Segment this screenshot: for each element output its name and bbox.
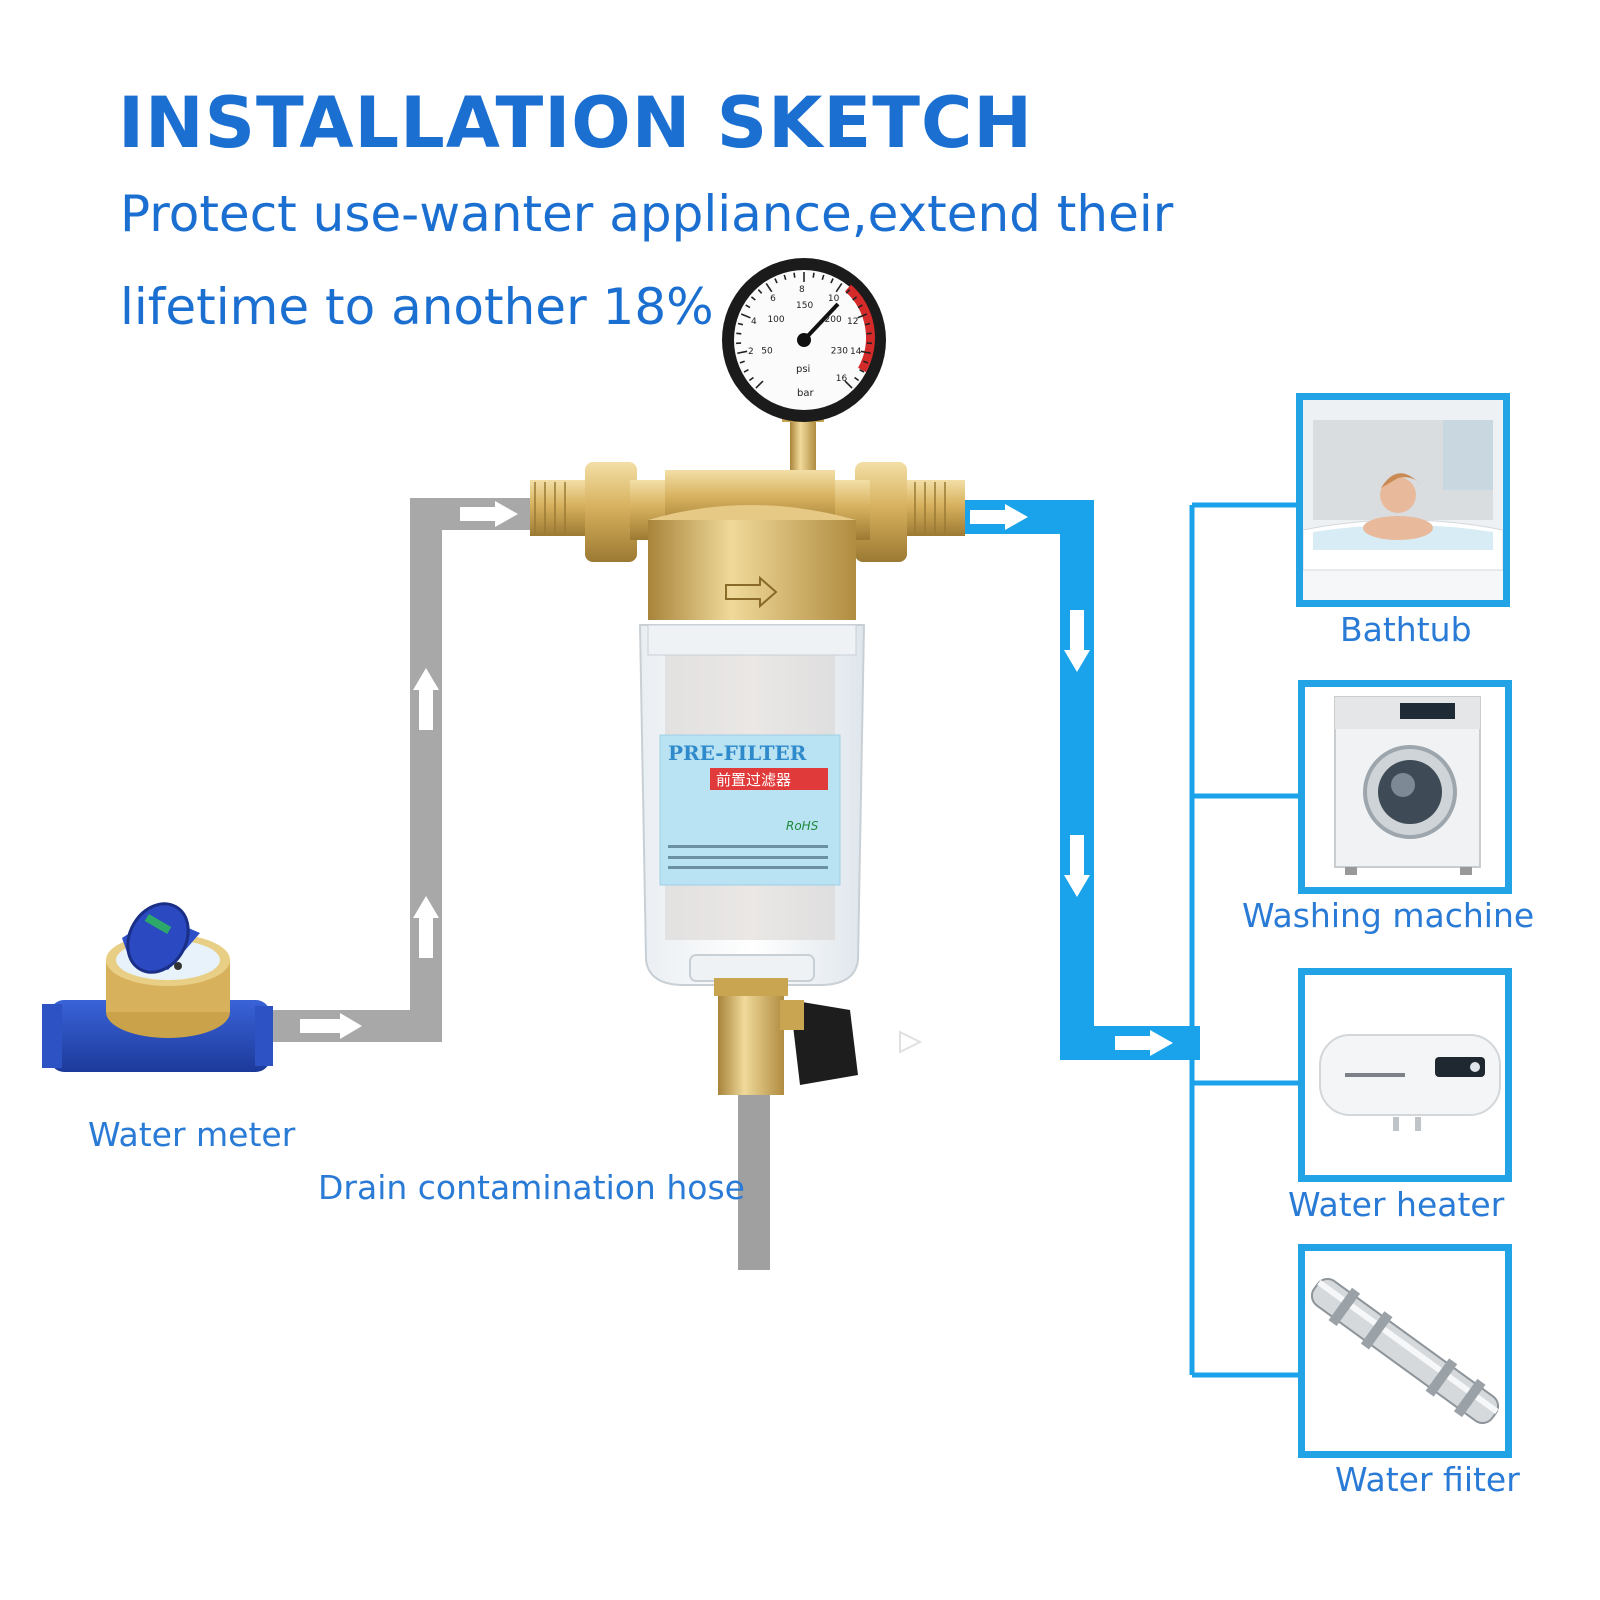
gauge-tick <box>737 322 744 326</box>
gauge-tick <box>860 350 871 355</box>
gauge-tick <box>750 296 756 301</box>
gauge-tick <box>740 313 751 319</box>
subtitle-line-1: Protect use-wanter appliance,extend thei… <box>120 185 1174 243</box>
gauge-tick <box>830 278 834 284</box>
inlet-pipe <box>255 498 530 1042</box>
gauge-tick <box>821 274 825 280</box>
gauge-bar-label: 2 <box>748 347 754 357</box>
gauge-tick <box>864 322 871 326</box>
outlet-pipe <box>950 500 1200 1060</box>
appliance-label-bathtub: Bathtub <box>1340 610 1472 649</box>
gauge-tick <box>793 272 796 278</box>
pressure-gauge-icon: 2 4 6 8 10 12 14 16 50 100 150 200 230 psi bar <box>722 258 886 480</box>
page-title: INSTALLATION SKETCH <box>118 82 1033 164</box>
appliance-label-water-filter: Water fiiter <box>1335 1460 1520 1499</box>
gauge-psi-label: 200 <box>825 315 842 325</box>
gauge-psi-label: 100 <box>767 315 784 325</box>
water-meter-label: Water meter <box>88 1115 296 1154</box>
gauge-bar-label: 12 <box>847 317 858 327</box>
filter-chinese-text: 前置过滤器 <box>716 771 791 789</box>
gauge-bar-label: 16 <box>836 374 848 384</box>
gauge-tick <box>857 304 863 309</box>
gauge-bar-label: 4 <box>751 317 757 327</box>
drain-hose-label: Drain contamination hose <box>318 1168 745 1207</box>
gauge-tick <box>737 350 748 355</box>
appliance-label-washing-machine: Washing machine <box>1242 896 1535 935</box>
gauge-bar-label: 14 <box>850 347 862 357</box>
filter-brand-text: PRE-FILTER <box>668 741 807 765</box>
gauge-tick <box>857 313 868 319</box>
gauge-tick <box>812 272 815 278</box>
gauge-tick <box>859 368 865 373</box>
water-heater-frame <box>1298 968 1512 1182</box>
gauge-bar-label: 10 <box>828 294 840 304</box>
gauge-tick <box>748 376 754 382</box>
bathtub-icon <box>1303 400 1503 600</box>
gauge-tick <box>739 360 745 364</box>
gauge-tick <box>743 368 749 373</box>
gauge-tick <box>774 278 778 284</box>
water-filter-icon <box>1305 1251 1505 1451</box>
branch-lines <box>1189 502 1298 1378</box>
water-heater-icon <box>1305 975 1505 1175</box>
washing-machine-frame <box>1298 680 1512 894</box>
washing-machine-icon <box>1305 687 1505 887</box>
inlet-flow-arrows <box>300 501 518 1039</box>
gauge-tick <box>757 289 763 294</box>
gauge-unit-bar: bar <box>797 388 814 399</box>
gauge-unit-psi: psi <box>796 364 810 375</box>
pre-filter-icon: PRE-FILTER 前置过滤器 RoHS <box>530 462 965 1095</box>
gauge-bar-label: 8 <box>799 285 805 295</box>
rohs-badge: RoHS <box>786 819 819 833</box>
gauge-bar-label: 6 <box>770 294 776 304</box>
outlet-flow-arrows <box>970 504 1173 1056</box>
gauge-tick <box>863 360 869 364</box>
gauge-tick <box>844 380 853 389</box>
water-meter-icon <box>42 902 273 1072</box>
gauge-tick <box>745 304 751 309</box>
bathtub-frame <box>1296 393 1510 607</box>
appliance-label-water-heater: Water heater <box>1288 1185 1505 1224</box>
drain-hose <box>738 1090 770 1270</box>
water-filter-frame <box>1298 1244 1512 1458</box>
gauge-tick <box>854 376 860 382</box>
faint-arrow <box>899 1030 923 1054</box>
gauge-tick <box>783 274 787 280</box>
gauge-tick <box>755 380 764 389</box>
gauge-psi-label: 150 <box>796 301 813 311</box>
gauge-tick <box>835 283 843 293</box>
gauge-psi-label: 230 <box>831 346 848 356</box>
gauge-needle <box>802 302 840 342</box>
gauge-psi-label: 50 <box>761 346 773 356</box>
gauge-tick <box>852 296 858 301</box>
gauge-tick <box>845 289 851 294</box>
gauge-tick <box>765 283 773 293</box>
subtitle-line-2: lifetime to another 18% <box>120 278 714 336</box>
